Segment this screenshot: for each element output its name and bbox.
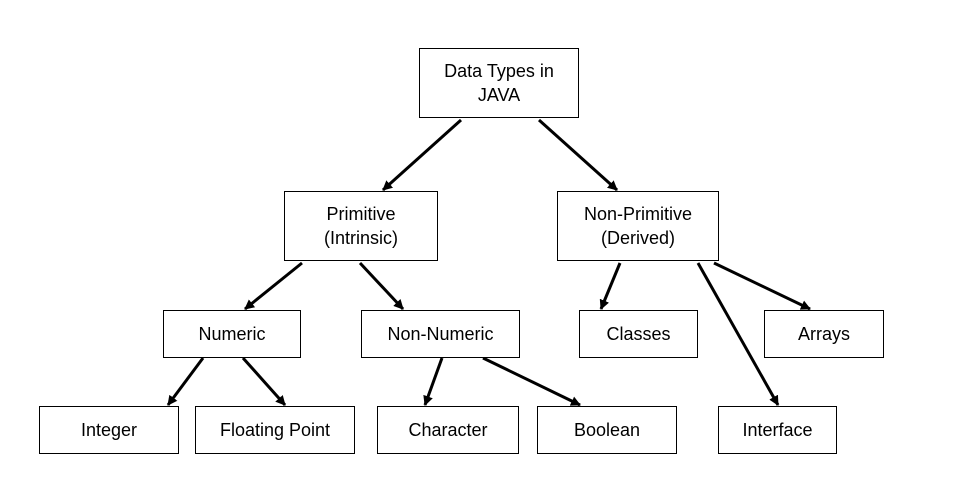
node-label: Non-Primitive (Derived) xyxy=(583,204,693,248)
node-classes: Classes xyxy=(579,310,698,358)
arrow-root-to-non-primitive xyxy=(537,118,619,192)
node-label: Data Types in JAVA xyxy=(444,61,554,105)
node-label: Arrays xyxy=(797,324,850,344)
node-label: Integer xyxy=(80,420,138,440)
node-label: Character xyxy=(408,420,488,440)
node-interface: Interface xyxy=(718,406,837,454)
arrow-non-numeric-to-character xyxy=(423,357,444,406)
node-label: Non-Numeric xyxy=(387,324,494,344)
arrow-root-to-primitive xyxy=(381,118,463,192)
node-boolean: Boolean xyxy=(537,406,677,454)
node-label: Primitive (Intrinsic) xyxy=(323,204,398,248)
node-floating-point: Floating Point xyxy=(195,406,355,454)
node-non-primitive: Non-Primitive (Derived) xyxy=(557,191,719,261)
node-arrays: Arrays xyxy=(764,310,884,358)
node-primitive: Primitive (Intrinsic) xyxy=(284,191,438,261)
node-character: Character xyxy=(377,406,519,454)
arrow-primitive-to-non-numeric xyxy=(358,261,405,311)
node-integer: Integer xyxy=(39,406,179,454)
node-label: Numeric xyxy=(198,324,266,344)
arrow-non-primitive-to-arrays xyxy=(713,261,811,311)
node-numeric: Numeric xyxy=(163,310,301,358)
node-label: Boolean xyxy=(573,420,641,440)
node-label: Floating Point xyxy=(219,420,331,440)
node-label: Classes xyxy=(606,324,671,344)
node-non-numeric: Non-Numeric xyxy=(361,310,520,358)
arrow-primitive-to-numeric xyxy=(244,261,303,311)
arrow-non-primitive-to-classes xyxy=(599,262,622,310)
arrow-non-numeric-to-boolean xyxy=(482,356,581,407)
arrow-numeric-to-integer xyxy=(166,357,205,406)
arrow-non-primitive-to-interface xyxy=(696,262,780,406)
node-label: Interface xyxy=(742,420,813,440)
arrow-numeric-to-floating-point xyxy=(241,357,287,406)
node-data-types-in-java: Data Types in JAVA xyxy=(419,48,579,118)
